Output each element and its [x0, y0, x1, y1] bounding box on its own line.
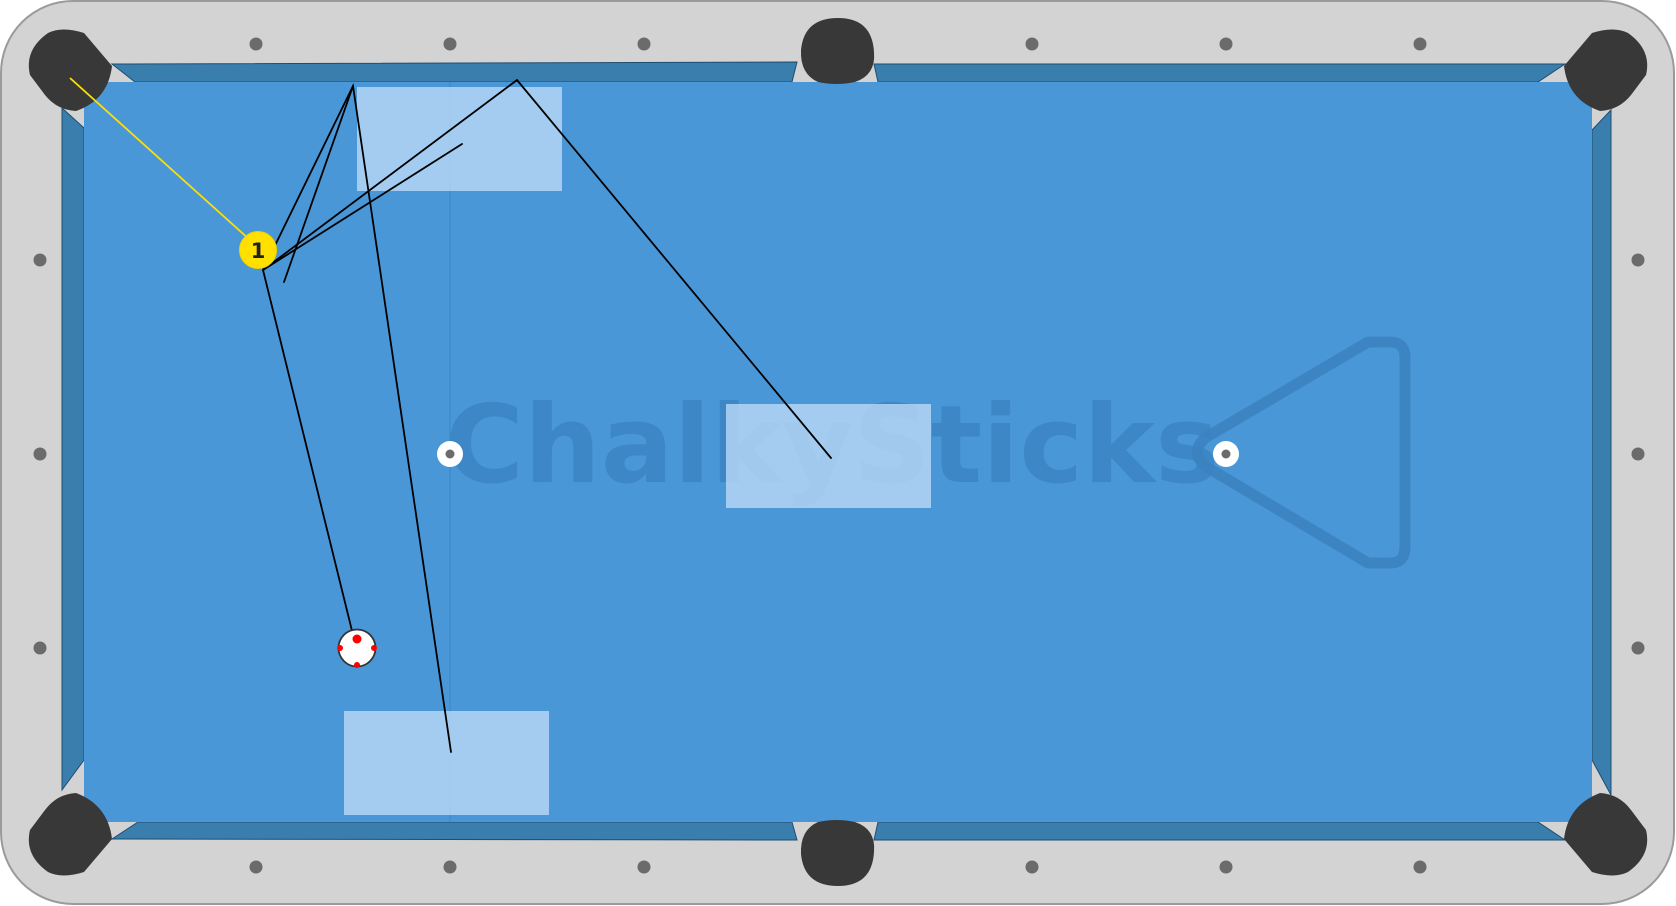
diamond-marker	[33, 447, 47, 461]
diamond-marker	[1413, 860, 1427, 874]
foot-spot-icon	[1213, 441, 1239, 467]
cue-ball-edge-mark	[371, 645, 377, 651]
diamond-marker	[1631, 641, 1645, 655]
diamond-marker	[249, 860, 263, 874]
pocket-bottom-left	[28, 793, 112, 876]
head-spot-icon	[437, 441, 463, 467]
diamond-marker	[1413, 37, 1427, 51]
rail-diamonds	[33, 37, 1645, 874]
diamond-marker	[443, 860, 457, 874]
cue-ball-edge-mark	[337, 645, 343, 651]
pocket-bottom-right	[1564, 793, 1648, 876]
diamond-marker	[1025, 37, 1039, 51]
shot-path-main	[262, 82, 452, 753]
pocket-top-right	[1564, 29, 1648, 111]
pocket-top-left	[28, 29, 112, 111]
cue-tip-marker-icon	[352, 634, 362, 644]
diamond-marker	[1631, 253, 1645, 267]
cushion-bottom-left	[110, 821, 798, 841]
cushion-top-left	[110, 61, 798, 83]
pocket-top-middle	[800, 18, 875, 84]
diamond-marker	[33, 641, 47, 655]
cue-ball[interactable]	[337, 628, 377, 669]
pocket-bottom-middle	[800, 820, 875, 886]
cushion-bottom-right	[873, 821, 1567, 841]
shot-path-rail-to-center	[262, 78, 832, 459]
diamond-marker	[637, 860, 651, 874]
shot-path-tail	[283, 85, 354, 283]
ball-number-label: 1	[251, 239, 266, 263]
aim-line	[69, 77, 251, 241]
diamond-marker	[33, 253, 47, 267]
diamond-marker	[1219, 860, 1233, 874]
diamond-marker	[1631, 447, 1645, 461]
object-ball-1[interactable]: 1	[239, 231, 277, 269]
shot-paths	[262, 78, 832, 753]
cue-ball-edge-mark	[354, 662, 360, 668]
diamond-marker	[1219, 37, 1233, 51]
diamond-marker	[249, 37, 263, 51]
cushion-left	[61, 106, 85, 792]
diamond-marker	[443, 37, 457, 51]
target-zone-top-rail	[357, 87, 562, 191]
rack-triangle-icon	[1192, 336, 1411, 569]
cushion-right	[1591, 108, 1612, 796]
target-zone-bottom	[344, 711, 549, 815]
cushion-top-right	[873, 63, 1567, 83]
diamond-marker	[637, 37, 651, 51]
diamond-marker	[1025, 860, 1039, 874]
